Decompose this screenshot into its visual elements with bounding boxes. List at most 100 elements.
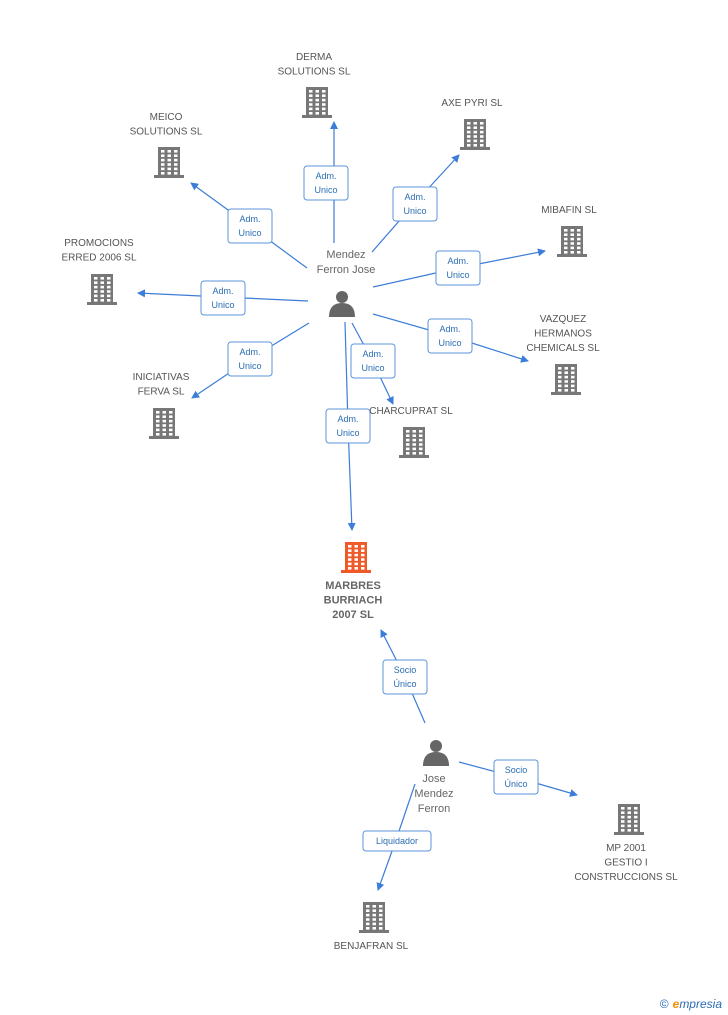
- building-icon[interactable]: [460, 119, 490, 150]
- company-node-derma[interactable]: DERMA SOLUTIONS SL: [278, 52, 351, 118]
- edge-p1-derma: Adm. Unico: [303, 121, 349, 243]
- relation-label[interactable]: Liquidador: [362, 830, 432, 852]
- company-name: ERRED 2006 SL: [61, 253, 136, 264]
- relation-label-text: Único: [393, 679, 416, 689]
- building-icon[interactable]: [87, 274, 117, 305]
- relation-label-box: [435, 250, 481, 286]
- relation-label[interactable]: Adm. Unico: [427, 318, 473, 354]
- company-name: FERVA SL: [138, 387, 185, 398]
- edge-p1-charcuprat: Adm. Unico: [350, 322, 396, 405]
- relation-label[interactable]: Adm. Unico: [303, 165, 349, 201]
- company-node-iniciativas[interactable]: INICIATIVAS FERVA SL: [133, 372, 190, 439]
- edge-p1-meico: Adm. Unico: [190, 182, 308, 269]
- company-name: SOLUTIONS SL: [130, 127, 203, 138]
- company-name: SOLUTIONS SL: [278, 67, 351, 78]
- building-icon[interactable]: [341, 542, 371, 573]
- company-name: CHARCUPRAT SL: [369, 406, 453, 417]
- building-icon[interactable]: [149, 408, 179, 439]
- person-name: Mendez: [414, 788, 453, 800]
- company-name: MP 2001: [606, 843, 646, 854]
- company-name: BURRIACH: [324, 595, 383, 607]
- company-name: MEICO: [150, 112, 183, 123]
- relation-label-box: [392, 186, 438, 222]
- company-name: 2007 SL: [332, 609, 374, 621]
- relation-label-text: Adm.: [362, 349, 383, 359]
- relation-label-text: Adm.: [439, 324, 460, 334]
- edge-p2-benjafran: Liquidador: [362, 783, 432, 891]
- edge-p1-vazquez: Adm. Unico: [372, 313, 529, 363]
- relation-label-box: [427, 318, 473, 354]
- company-name: BENJAFRAN SL: [334, 941, 409, 952]
- edges-layer: Adm.UnicoAdm.UnicoAdm.UnicoAdm.UnicoAdm.…: [137, 121, 578, 891]
- relation-label-text: Socio: [394, 665, 417, 675]
- relation-label-text: Unico: [446, 270, 469, 280]
- company-node-vazquez[interactable]: VAZQUEZ HERMANOS CHEMICALS SL: [526, 314, 600, 395]
- relation-label-text: Único: [504, 779, 527, 789]
- company-node-meico[interactable]: MEICO SOLUTIONS SL: [130, 112, 203, 178]
- relation-label[interactable]: Adm. Unico: [435, 250, 481, 286]
- relation-label-text: Adm.: [315, 171, 336, 181]
- relation-label-text: Liquidador: [376, 836, 418, 846]
- relation-label-box: [382, 659, 428, 695]
- company-node-marbres[interactable]: MARBRES BURRIACH 2007 SL: [324, 542, 383, 621]
- relation-label-text: Adm.: [337, 414, 358, 424]
- company-name: MIBAFIN SL: [541, 205, 597, 216]
- relation-label-text: Unico: [238, 361, 261, 371]
- person-name: Ferron: [418, 803, 450, 815]
- company-name: DERMA: [296, 52, 332, 63]
- relation-label[interactable]: Adm. Unico: [227, 208, 273, 244]
- relation-label-box: [493, 759, 539, 795]
- relation-label[interactable]: Adm.Unico: [200, 280, 246, 316]
- company-node-mibafin[interactable]: MIBAFIN SL: [541, 205, 597, 257]
- relation-label-text: Adm.: [447, 256, 468, 266]
- edge-p1-axe: Adm.Unico: [371, 154, 460, 253]
- person-icon[interactable]: [329, 291, 355, 317]
- relation-label-box: [350, 343, 396, 379]
- company-name: VAZQUEZ: [540, 314, 586, 325]
- building-icon[interactable]: [154, 147, 184, 178]
- relation-label[interactable]: Adm.Unico: [227, 341, 273, 377]
- building-icon[interactable]: [399, 427, 429, 458]
- company-name: GESTIO I: [604, 858, 647, 869]
- relation-label-text: Unico: [238, 228, 261, 238]
- company-name: CHEMICALS SL: [526, 343, 600, 354]
- company-name: INICIATIVAS: [133, 372, 190, 383]
- relation-label-text: Unico: [361, 363, 384, 373]
- relation-label[interactable]: Adm.Unico: [392, 186, 438, 222]
- brand-footer: ©empresia: [660, 997, 722, 1011]
- relation-label[interactable]: Adm. Unico: [350, 343, 396, 379]
- relation-label-box: [325, 408, 371, 444]
- company-name: MARBRES: [325, 580, 381, 592]
- relation-label-text: Unico: [314, 185, 337, 195]
- relation-label-box: [200, 280, 246, 316]
- company-name: HERMANOS: [534, 329, 592, 340]
- relation-label[interactable]: Adm. Unico: [325, 408, 371, 444]
- building-icon[interactable]: [557, 226, 587, 257]
- relation-label-text: Unico: [336, 428, 359, 438]
- relation-label-box: [362, 830, 432, 852]
- company-node-charcuprat[interactable]: CHARCUPRAT SL: [369, 406, 453, 458]
- building-icon[interactable]: [614, 804, 644, 835]
- building-icon[interactable]: [302, 87, 332, 118]
- company-node-axe[interactable]: AXE PYRI SL: [441, 98, 503, 150]
- company-name: AXE PYRI SL: [441, 98, 503, 109]
- building-icon[interactable]: [551, 364, 581, 395]
- relation-label-text: Unico: [438, 338, 461, 348]
- company-node-benjafran[interactable]: BENJAFRAN SL: [334, 902, 409, 952]
- company-name: CONSTRUCCIONS SL: [574, 872, 678, 883]
- building-icon[interactable]: [359, 902, 389, 933]
- edge-p1-promocions: Adm.Unico: [137, 280, 309, 316]
- relation-label-text: Adm.: [239, 214, 260, 224]
- person-icon[interactable]: [423, 740, 449, 766]
- edge-p1-marbres: Adm. Unico: [325, 321, 371, 531]
- relation-label-text: Unico: [403, 206, 426, 216]
- relation-label-text: Adm.: [212, 286, 233, 296]
